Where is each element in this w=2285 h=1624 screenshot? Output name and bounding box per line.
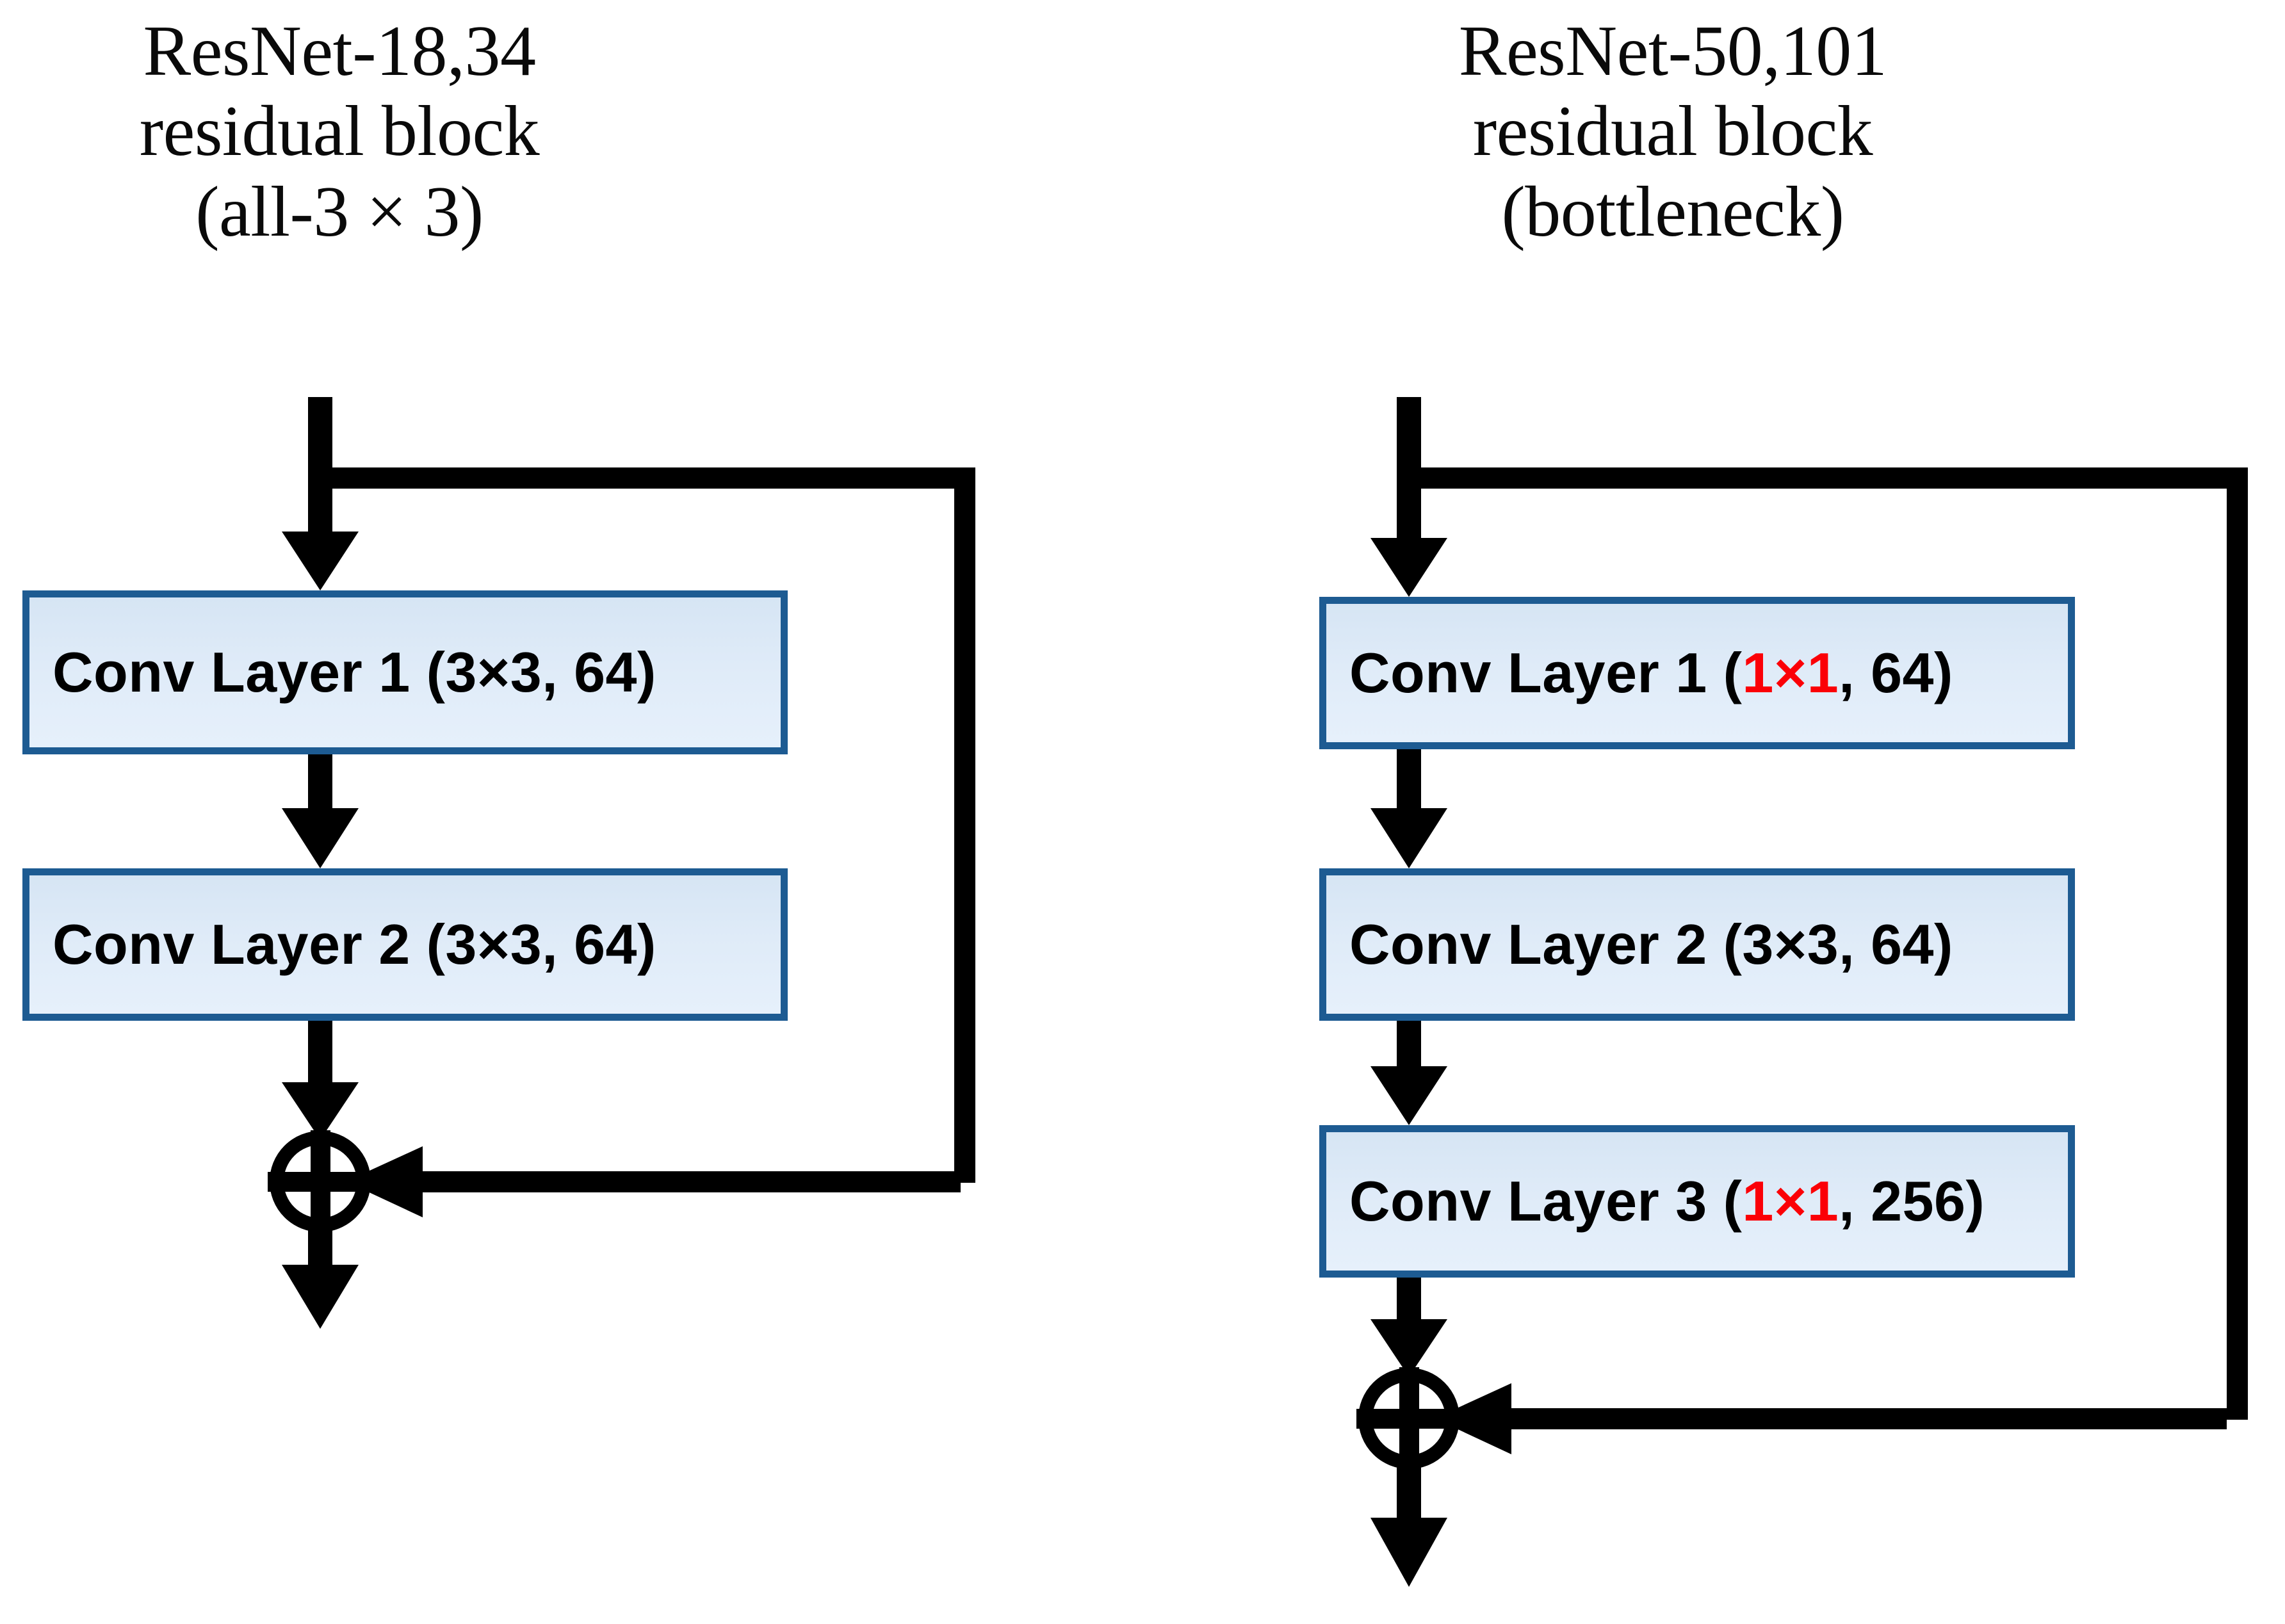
- conv-box-right-1-label: Conv Layer 1 (1×1, 64): [1349, 640, 1953, 706]
- input-arrowhead: [282, 532, 359, 590]
- box2-to-box3-shaft: [1397, 1018, 1421, 1089]
- skip-top-horizontal: [1409, 467, 2238, 489]
- title-line-3: (all-3 × 3): [195, 172, 484, 252]
- skip-right-vertical: [2227, 467, 2248, 1420]
- input-arrow-shaft: [308, 397, 332, 565]
- sum-node-circle: [270, 1131, 371, 1232]
- panel-resnet-18-34: ResNet-18,34 residual block (all-3 × 3): [0, 0, 1142, 1624]
- title-line-3: (bottleneck): [1501, 172, 1844, 252]
- box2-to-sum-arrowhead: [282, 1082, 359, 1140]
- conv-box-left-2-label: Conv Layer 2 (3×3, 64): [53, 912, 656, 977]
- box3-to-sum-shaft: [1397, 1274, 1421, 1345]
- skip-bottom-horizontal: [365, 1171, 961, 1192]
- sum-node-plus-horizontal: [268, 1172, 373, 1192]
- label-prefix: Conv Layer 3 (: [1349, 1169, 1743, 1233]
- conv-box-right-3[interactable]: Conv Layer 3 (1×1, 256): [1319, 1125, 2075, 1278]
- sum-node-plus-vertical: [311, 1130, 330, 1234]
- output-arrow-shaft: [1397, 1457, 1421, 1547]
- skip-bottom-horizontal: [1454, 1408, 2227, 1429]
- conv-box-right-2-label: Conv Layer 2 (3×3, 64): [1349, 912, 1953, 977]
- label-kernel: 1×1: [1742, 641, 1839, 704]
- input-arrow-shaft: [1397, 397, 1421, 571]
- sum-node-circle: [1358, 1368, 1460, 1469]
- title-line-2: residual block: [139, 92, 540, 172]
- box1-to-box2-shaft: [1397, 749, 1421, 826]
- skip-top-horizontal: [320, 467, 975, 489]
- label-kernel: 3×3: [445, 640, 542, 704]
- title-line-1: ResNet-18,34: [143, 12, 536, 91]
- sum-node-right: [1356, 1367, 1461, 1471]
- output-arrowhead: [282, 1265, 359, 1329]
- label-suffix: , 64): [1839, 641, 1953, 704]
- conv-box-left-1[interactable]: Conv Layer 1 (3×3, 64): [22, 590, 788, 754]
- label-prefix: Conv Layer 2 (: [53, 913, 446, 976]
- panel-left-title: ResNet-18,34 residual block (all-3 × 3): [0, 12, 679, 252]
- title-line-2: residual block: [1472, 92, 1873, 172]
- box3-to-sum-arrowhead: [1370, 1319, 1447, 1377]
- sum-node-plus-horizontal: [1356, 1409, 1461, 1429]
- input-arrowhead: [1370, 538, 1447, 597]
- skip-arrowhead: [1435, 1383, 1511, 1454]
- sum-node-left: [268, 1130, 373, 1234]
- panel-right-title: ResNet-50,101 residual block (bottleneck…: [1321, 12, 2025, 252]
- title-line-1: ResNet-50,101: [1458, 12, 1887, 91]
- box1-to-box2-arrowhead: [282, 808, 359, 868]
- label-prefix: Conv Layer 1 (: [53, 640, 446, 704]
- conv-box-left-2[interactable]: Conv Layer 2 (3×3, 64): [22, 868, 788, 1021]
- label-kernel: 3×3: [1742, 913, 1839, 976]
- conv-box-right-1[interactable]: Conv Layer 1 (1×1, 64): [1319, 597, 2075, 749]
- skip-arrowhead: [346, 1146, 423, 1217]
- conv-box-right-3-label: Conv Layer 3 (1×1, 256): [1349, 1169, 1985, 1234]
- skip-right-vertical: [954, 467, 975, 1183]
- box1-to-box2-arrowhead: [1370, 808, 1447, 868]
- panel-resnet-50-101: ResNet-50,101 residual block (bottleneck…: [1142, 0, 2285, 1624]
- label-suffix: , 64): [542, 640, 656, 704]
- conv-box-right-2[interactable]: Conv Layer 2 (3×3, 64): [1319, 868, 2075, 1021]
- label-suffix: , 64): [542, 913, 656, 976]
- box2-to-sum-shaft: [308, 1018, 332, 1101]
- box1-to-box2-shaft: [308, 754, 332, 826]
- output-arrow-shaft: [308, 1220, 332, 1290]
- label-suffix: , 64): [1839, 913, 1953, 976]
- label-kernel: 1×1: [1742, 1169, 1839, 1233]
- label-suffix: , 256): [1839, 1169, 1985, 1233]
- conv-box-left-1-label: Conv Layer 1 (3×3, 64): [53, 640, 656, 705]
- sum-node-plus-vertical: [1399, 1367, 1419, 1471]
- label-prefix: Conv Layer 1 (: [1349, 641, 1743, 704]
- box2-to-box3-arrowhead: [1370, 1066, 1447, 1125]
- output-arrowhead: [1370, 1518, 1447, 1587]
- label-kernel: 3×3: [445, 913, 542, 976]
- label-prefix: Conv Layer 2 (: [1349, 913, 1743, 976]
